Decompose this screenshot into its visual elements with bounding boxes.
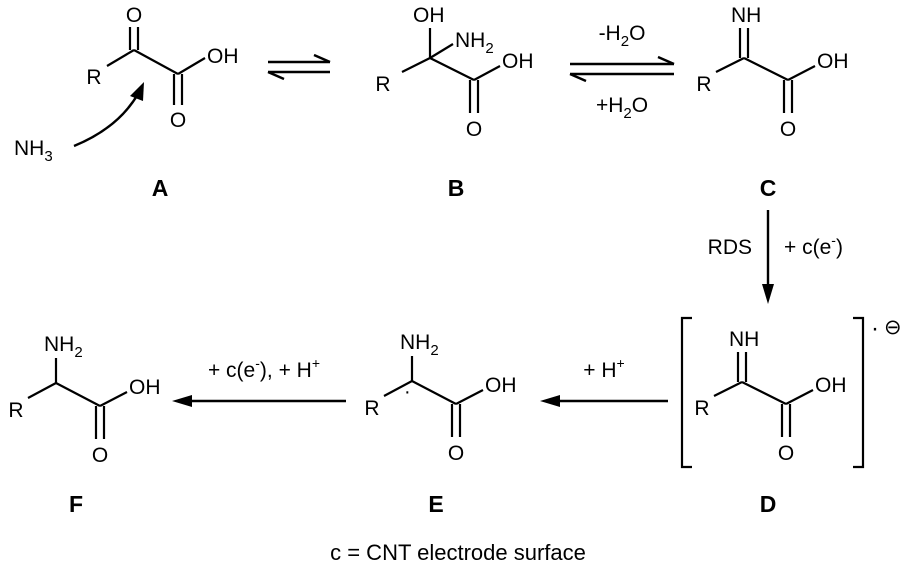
negative-charge-icon: ⊖ [884,316,902,339]
compound-e: R NH2 · OH O E [364,331,516,517]
condition-protonation: + H+ [583,355,624,382]
hydroxyl-label: OH [502,50,534,73]
amino-label: NH2 [400,331,439,359]
amino-label: NH2 [44,333,83,361]
r-group-label: R [86,66,101,89]
r-group-label: R [694,397,709,420]
hydroxyl-label: OH [815,374,847,397]
imine-label: NH [731,4,761,27]
compound-a: R O OH O NH3 A [14,4,239,201]
condition-minus-water: -H2O [599,22,646,50]
arrow-d-to-e: + H+ [540,355,668,407]
condition-electron-transfer: + c(e-) [784,232,843,259]
curved-arrow-icon [73,93,140,148]
arrow-e-to-f: + c(e-), + H+ [172,355,346,407]
compound-c: R NH OH O C [696,4,848,201]
compound-label-c: C [760,175,777,201]
oxygen-label: O [448,442,464,465]
compound-label-a: A [152,175,169,201]
footnote: c = CNT electrode surface [330,540,586,565]
amino-label: NH2 [455,29,494,57]
r-group-label: R [364,397,379,420]
left-bracket-icon [680,316,692,469]
r-group-label: R [696,73,711,96]
compound-label-e: E [428,491,443,517]
hydroxyl-label: OH [129,376,161,399]
oxygen-label: O [780,118,796,141]
r-group-label: R [8,399,23,422]
compound-d: R NH OH O · ⊖ D [680,315,902,517]
imine-label: NH [729,328,759,351]
equilibrium-arrow-b-c: -H2O +H2O [569,22,675,122]
oxygen-label: O [170,109,186,132]
compound-f: R NH2 OH O F [8,333,160,517]
arrow-c-to-d: RDS + c(e-) [708,210,843,304]
radical-dot: · [871,315,879,342]
compound-label-f: F [69,491,83,517]
condition-electron-and-proton: + c(e-), + H+ [208,355,320,382]
hydroxyl-label: OH [817,50,849,73]
compound-label-b: B [448,175,465,201]
r-group-label: R [375,73,390,96]
hydroxyl-label: OH [485,374,517,397]
oxygen-label: O [126,4,142,27]
compound-b: R OH NH2 OH O B [375,4,533,201]
radical-dot: · [404,381,411,403]
hydroxyl-label: OH [413,4,445,27]
oxygen-label: O [92,444,108,467]
oxygen-label: O [466,118,482,141]
arrowhead-icon [130,82,144,101]
hydroxyl-label: OH [207,45,239,68]
compound-label-d: D [760,491,777,517]
right-bracket-icon [853,316,865,469]
ammonia-label: NH3 [14,137,53,165]
condition-plus-water: +H2O [596,94,648,122]
oxygen-label: O [778,442,794,465]
rds-label: RDS [708,236,752,259]
equilibrium-arrow-a-b [267,53,331,81]
